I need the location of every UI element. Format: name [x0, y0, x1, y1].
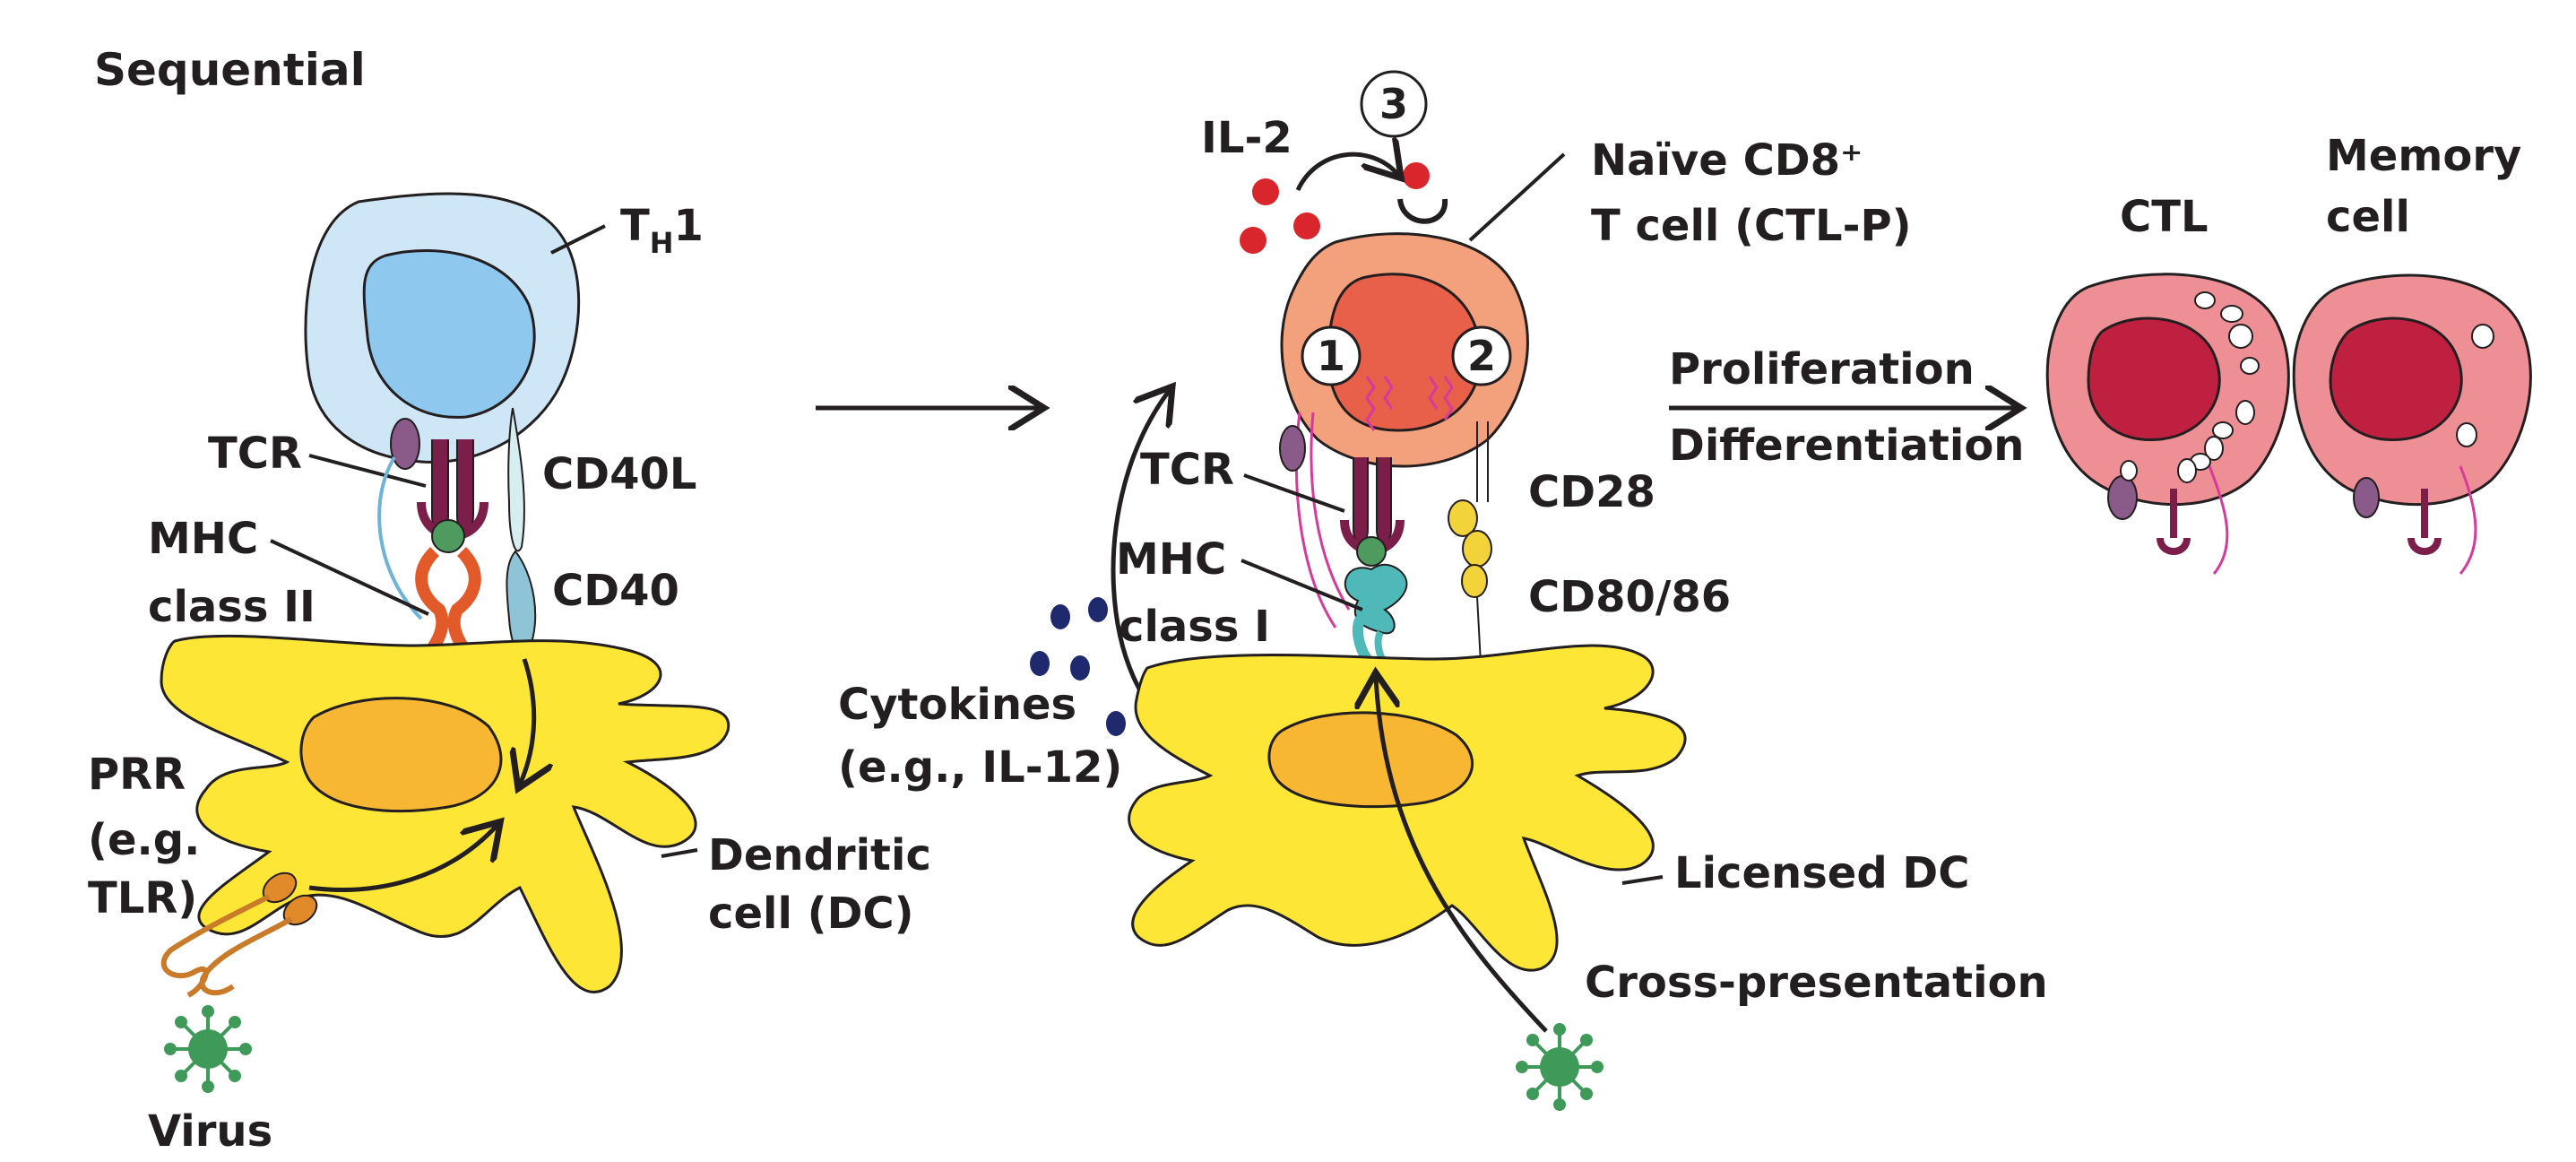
cd40l-label: CD40L: [542, 449, 696, 499]
step-2: 2: [1467, 332, 1496, 380]
virus-icon: [164, 1005, 252, 1093]
cd28-molecule: [1448, 499, 1492, 598]
licensed-dc: [1128, 644, 1687, 972]
memory-label-2: cell: [2326, 192, 2410, 242]
mhc-right-label-2: class I: [1119, 602, 1270, 652]
prr-receptor: [160, 872, 318, 998]
cytokines-label-2: (e.g., IL-12): [838, 742, 1122, 793]
tcr-left-label: TCR: [208, 429, 302, 479]
naive-label-1: Naïve CD8⁺: [1591, 135, 1863, 186]
virus-icon: [1516, 1023, 1604, 1111]
dc-label-1: Dendritic: [708, 830, 931, 880]
naive-label-2: T cell (CTL-P): [1591, 201, 1912, 251]
step-1: 1: [1317, 332, 1345, 380]
proliferation-label: Proliferation: [1669, 344, 1975, 395]
th1-label: TH1: [620, 201, 704, 260]
diagram-title: Sequential: [94, 44, 366, 96]
mhc-left-label-2: class II: [148, 582, 316, 632]
mhc-right-label-1: MHC: [1116, 534, 1226, 585]
dc-label-2: cell (DC): [708, 889, 914, 939]
differentiation-label: Differentiation: [1669, 421, 2024, 471]
cd28-label: CD28: [1528, 467, 1655, 517]
virus-label: Virus: [148, 1106, 272, 1157]
il2-label: IL-2: [1201, 113, 1292, 163]
dendritic-cell-left: [160, 634, 730, 993]
ctl-cell: [2045, 273, 2290, 575]
ctl-label: CTL: [2120, 192, 2209, 242]
prr-label-1: PRR: [88, 750, 186, 800]
mhc-left-label-1: MHC: [148, 514, 258, 564]
il2-molecules: [1240, 162, 1430, 254]
cd40-label: CD40: [552, 566, 679, 616]
licensed-dc-label: Licensed DC: [1674, 848, 1969, 898]
naive-cd8-t-cell: [1280, 232, 1529, 468]
granule-icon: [2120, 291, 2260, 483]
prr-label-3: TLR): [88, 873, 197, 924]
tcr-right-label: TCR: [1140, 445, 1234, 495]
cd80-label: CD80/86: [1528, 572, 1731, 622]
memory-cell: [2292, 273, 2532, 575]
step-3: 3: [1379, 80, 1408, 128]
cytokines-label-1: Cytokines: [838, 680, 1076, 730]
th1-cell: [304, 192, 581, 470]
tcr-left: [417, 439, 488, 541]
prr-label-2: (e.g.: [88, 815, 200, 865]
memory-label-1: Memory: [2326, 131, 2521, 181]
mhc-class-ii: [415, 547, 481, 659]
cross-presentation-label: Cross-presentation: [1585, 958, 2048, 1008]
mhc-class-i: [1344, 563, 1408, 666]
